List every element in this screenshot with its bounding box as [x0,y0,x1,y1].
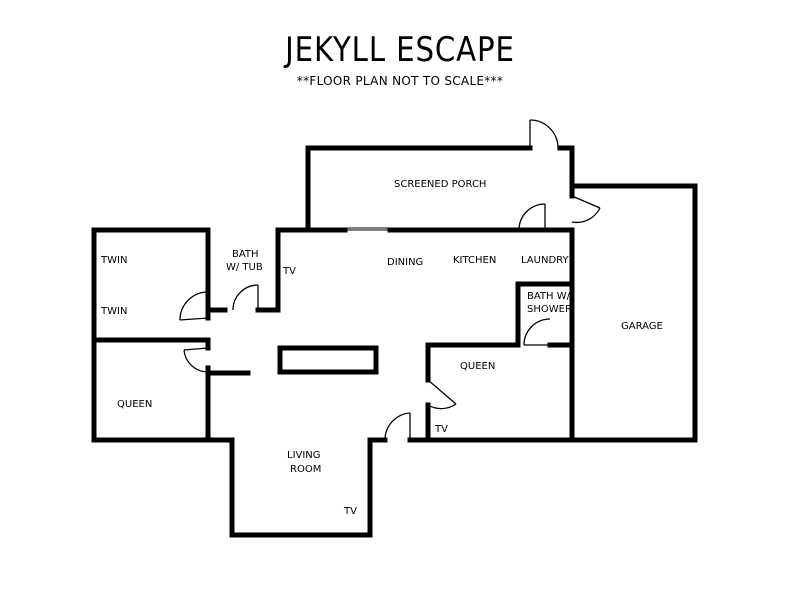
label-bath-tub-1: BATH [232,249,259,260]
door-queen-right [427,379,457,410]
label-garage: GARAGE [621,321,663,332]
label-tv-living: TV [343,506,357,517]
wall-twin-rooms [91,227,311,443]
label-bath-shower-2: SHOWER [527,304,572,315]
door-queen-left [183,347,209,373]
wall-queen-right [407,342,575,443]
wall-screened-porch [305,145,575,231]
label-queen-left: QUEEN [117,399,152,410]
label-bath-shower-1: BATH W/ [527,291,571,302]
label-bath-tub-2: W/ TUB [226,262,263,273]
kitchen-island [277,345,379,375]
door-twin-room [179,291,209,321]
label-tv-bath: TV [282,266,296,277]
label-tv-queen: TV [434,424,448,435]
label-dining: DINING [387,257,423,268]
plan-subtitle: **FLOOR PLAN NOT TO SCALE*** [296,74,504,88]
wall-garage [569,183,698,443]
label-twin-2: TWIN [100,306,127,317]
label-queen-right: QUEEN [460,361,495,372]
label-living-1: LIVING [287,450,321,461]
door-porch-kitchen [518,203,546,231]
door-garage [571,195,601,224]
wall-bath-shower [515,281,575,348]
door-bath-tub [232,284,259,311]
plan-title: JEKYLL ESCAPE [285,30,515,70]
label-kitchen: KITCHEN [453,255,496,266]
label-twin-1: TWIN [100,255,127,266]
door-living-exterior [384,412,411,441]
wall-queen-left [205,365,388,538]
label-living-2: ROOM [290,464,321,475]
door-bath-shower [523,318,551,346]
label-screened-porch: SCREENED PORCH [394,179,486,190]
door-porch-exterior [529,119,559,149]
label-laundry: LAUNDRY [521,255,569,266]
